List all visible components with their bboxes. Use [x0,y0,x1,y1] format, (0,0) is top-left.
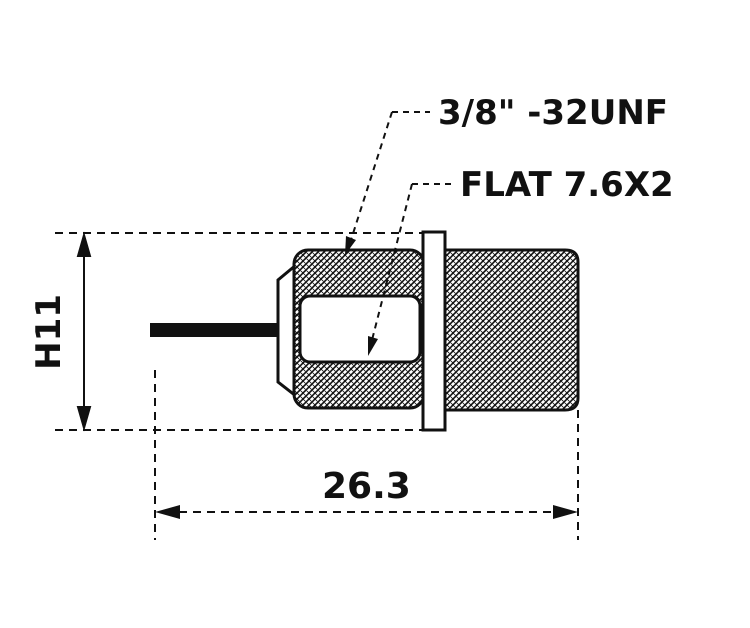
flange [421,230,447,432]
center-pin [150,323,278,337]
flat-leader-arrow [368,336,378,356]
thread-label: 3/8" -32UNF [438,93,668,133]
extension-lines [55,232,579,540]
thread-leader-arrow [345,236,356,255]
flat-label: FLAT 7.6X2 [460,165,674,205]
length-dimension-arrows [155,505,578,519]
flat-leader [371,183,452,341]
front-threaded-body [443,248,580,412]
height-label: H11 [29,294,69,370]
length-label: 26.3 [322,466,411,507]
height-dimension [76,231,92,432]
flat-window [298,294,422,364]
thread-leader [349,111,430,244]
